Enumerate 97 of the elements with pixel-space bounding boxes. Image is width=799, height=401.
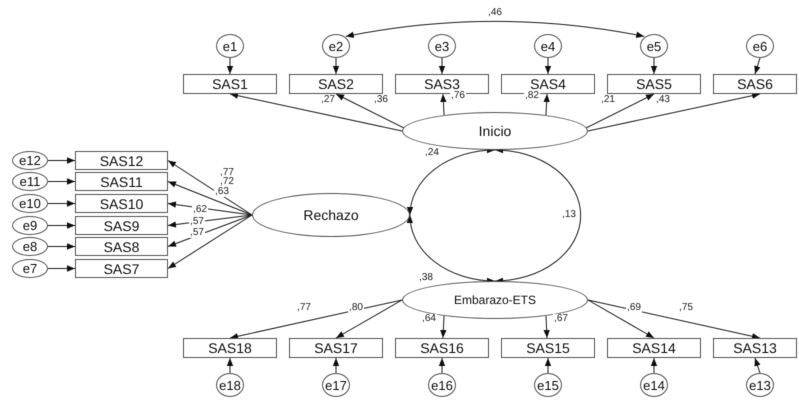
error-ellipse: e5 bbox=[640, 34, 668, 58]
arrow bbox=[332, 358, 340, 374]
error-ellipse: e6 bbox=[746, 34, 774, 58]
edge-label: ,69 bbox=[626, 303, 642, 313]
edge-label: ,72 bbox=[219, 177, 235, 187]
arrow bbox=[586, 94, 654, 128]
variable-box: SAS12 bbox=[75, 151, 168, 170]
arrow bbox=[650, 358, 658, 374]
double-headed-arrow bbox=[407, 214, 496, 284]
edge-label: ,63 bbox=[214, 187, 230, 197]
edge-label: ,76 bbox=[450, 91, 466, 101]
arrow bbox=[588, 300, 654, 338]
edge-label: ,27 bbox=[320, 95, 336, 105]
variable-box: SAS7 bbox=[75, 259, 168, 278]
edge-label: ,43 bbox=[655, 95, 671, 105]
edge-label: ,21 bbox=[600, 95, 616, 105]
variable-box: SAS1 bbox=[183, 74, 277, 94]
variable-box: SAS8 bbox=[75, 237, 168, 256]
variable-box: SAS17 bbox=[289, 338, 383, 358]
arrow bbox=[588, 92, 761, 132]
arrow bbox=[438, 58, 446, 74]
error-ellipse: e12 bbox=[12, 151, 48, 170]
arrow bbox=[230, 300, 402, 340]
edge-label: ,38 bbox=[418, 273, 434, 283]
error-ellipse: e1 bbox=[216, 34, 244, 58]
arrow bbox=[168, 160, 252, 216]
error-ellipse: e18 bbox=[216, 373, 244, 397]
error-ellipse: e8 bbox=[12, 237, 48, 256]
arrow bbox=[168, 214, 252, 269]
arrow bbox=[226, 358, 234, 374]
arrow bbox=[336, 300, 402, 338]
double-headed-arrow bbox=[345, 20, 645, 38]
edge-label: ,24 bbox=[424, 148, 440, 158]
arrow bbox=[332, 58, 340, 74]
arrow bbox=[168, 214, 252, 228]
error-ellipse: e2 bbox=[322, 34, 350, 58]
double-headed-arrow bbox=[407, 147, 496, 216]
double-headed-arrow bbox=[494, 147, 581, 284]
variable-box: SAS18 bbox=[183, 338, 277, 358]
arrow bbox=[230, 92, 402, 132]
variable-box: SAS11 bbox=[75, 172, 168, 191]
factor-ellipse: Rechazo bbox=[252, 193, 410, 237]
arrow bbox=[226, 58, 234, 74]
arrow bbox=[650, 58, 658, 74]
error-ellipse: e9 bbox=[12, 216, 48, 235]
edge-label: ,62 bbox=[192, 205, 208, 215]
error-ellipse: e10 bbox=[12, 194, 48, 213]
variable-box: SAS15 bbox=[501, 338, 595, 358]
arrow bbox=[48, 200, 76, 207]
variable-box: SAS10 bbox=[75, 194, 168, 213]
error-ellipse: e17 bbox=[322, 373, 350, 397]
edge-label: ,82 bbox=[524, 91, 540, 101]
arrow bbox=[168, 214, 252, 247]
variable-box: SAS9 bbox=[75, 216, 168, 235]
arrow bbox=[336, 94, 404, 128]
arrow bbox=[168, 201, 252, 216]
edge-label: ,67 bbox=[553, 314, 569, 324]
variable-box: SAS13 bbox=[713, 338, 797, 358]
arrow bbox=[543, 315, 550, 338]
error-ellipse: e15 bbox=[534, 373, 562, 397]
variable-box: SAS2 bbox=[289, 74, 383, 94]
arrow bbox=[754, 358, 761, 374]
arrow bbox=[544, 358, 552, 374]
edge-label: ,36 bbox=[373, 95, 389, 105]
variable-box: SAS16 bbox=[395, 338, 489, 358]
error-ellipse: e11 bbox=[12, 172, 48, 191]
arrow bbox=[754, 58, 760, 74]
arrow bbox=[48, 265, 76, 272]
edge-label: ,57 bbox=[189, 228, 205, 238]
arrow bbox=[48, 243, 76, 250]
arrow bbox=[168, 181, 252, 216]
error-ellipse: e3 bbox=[428, 34, 456, 58]
arrow bbox=[48, 157, 76, 164]
error-ellipse: e14 bbox=[640, 373, 668, 397]
error-ellipse: e7 bbox=[12, 259, 48, 278]
edge-label: ,77 bbox=[296, 303, 312, 313]
arrow bbox=[438, 358, 446, 374]
edge-label: ,57 bbox=[189, 217, 205, 227]
error-ellipse: e16 bbox=[428, 373, 456, 397]
variable-box: SAS6 bbox=[713, 74, 797, 94]
edge-label: ,75 bbox=[678, 303, 694, 313]
variable-box: SAS5 bbox=[607, 74, 701, 94]
edge-label: ,77 bbox=[219, 168, 235, 178]
edge-label: ,13 bbox=[561, 210, 577, 220]
variable-box: SAS14 bbox=[607, 338, 701, 358]
edge-label: ,64 bbox=[421, 314, 437, 324]
arrow bbox=[48, 178, 76, 185]
error-ellipse: e13 bbox=[746, 373, 774, 397]
arrow bbox=[544, 58, 552, 74]
arrow bbox=[48, 222, 76, 229]
arrow bbox=[543, 94, 550, 116]
edge-label: ,46 bbox=[487, 8, 503, 18]
arrow bbox=[440, 94, 447, 116]
error-ellipse: e4 bbox=[534, 34, 562, 58]
arrow bbox=[588, 300, 761, 340]
edge-label: ,80 bbox=[348, 303, 364, 313]
arrow bbox=[440, 315, 447, 338]
